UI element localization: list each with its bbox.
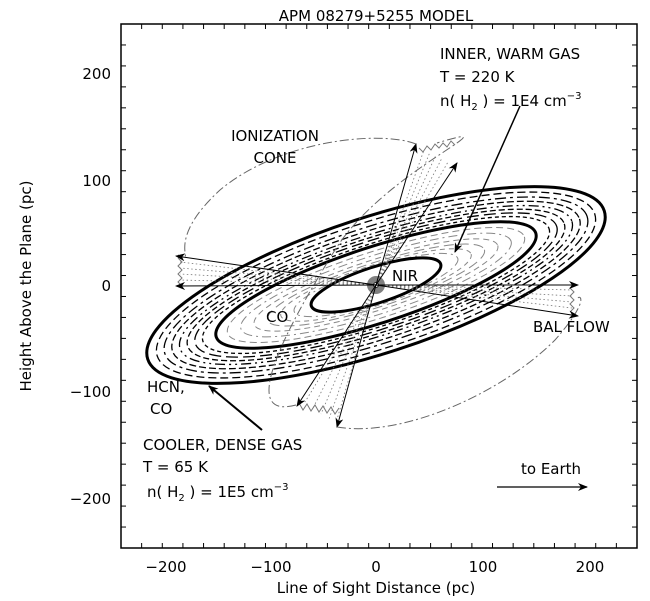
bal-edge-arrow: [375, 284, 579, 319]
y-tick-label: 0: [101, 277, 111, 295]
cool-gas-pointer: [208, 385, 263, 431]
cone-outline: [268, 136, 464, 408]
molecular-disk: [145, 185, 607, 385]
bal-wavefront: [177, 257, 183, 287]
inner-gas-density: n( H2 ) = 1E4 cm−3: [440, 91, 581, 113]
cone-edge-arrow: [335, 284, 377, 428]
cool-gas-contours: [155, 191, 597, 379]
bal-edge-arrow: [175, 253, 377, 286]
inner-gas-label: INNER, WARM GAS: [440, 45, 580, 63]
x-tick-label: −100: [250, 558, 291, 576]
cone-edge-arrow: [375, 143, 418, 286]
x-tick-label: −200: [145, 558, 186, 576]
y-axis-label: Height Above the Plane (pc): [17, 181, 35, 392]
x-tick-label: 0: [371, 558, 381, 576]
plot-frame: [120, 23, 638, 549]
hcn-label: HCN,: [147, 378, 185, 396]
bal-flow-label: BAL FLOW: [533, 318, 610, 336]
inner-gas-temperature: T = 220 K: [439, 68, 516, 86]
y-tick-label: 200: [82, 65, 111, 83]
nir-region-boundary: [309, 256, 443, 314]
to-earth-label: to Earth: [521, 460, 581, 478]
hcn-label-2: CO: [150, 400, 172, 418]
bal-flow: [175, 253, 579, 319]
axis-ticks: [120, 23, 638, 549]
cone-edge-arrow: [375, 162, 458, 286]
cone-envelope: [336, 296, 582, 430]
cone-envelope: [177, 137, 417, 258]
ionization-cone-label: IONIZATION: [231, 127, 319, 145]
y-tick-label: −100: [70, 383, 111, 401]
warm-gas-boundary: [214, 220, 538, 350]
x-axis-label: Line of Sight Distance (pc): [277, 579, 475, 597]
x-tick-label: 100: [469, 558, 498, 576]
cone-wavefront: [418, 140, 456, 153]
co-label: CO: [266, 308, 288, 326]
ionization-cone-label-2: CONE: [254, 149, 297, 167]
nir-label: NIR: [392, 267, 418, 285]
cool-gas-label: COOLER, DENSE GAS: [143, 436, 302, 454]
inner-gas-pointer: [454, 105, 521, 253]
y-tick-label: −200: [70, 490, 111, 508]
x-tick-label: 200: [576, 558, 605, 576]
ionization-cone: [177, 136, 582, 430]
cone-wavefront: [298, 402, 340, 415]
cone-edge-arrow: [296, 284, 377, 407]
bal-edge-arrow: [175, 281, 377, 290]
outer-disk-boundary: [145, 185, 607, 385]
y-tick-label: 100: [82, 172, 111, 190]
cool-gas-temperature: T = 65 K: [142, 458, 209, 476]
cool-gas-density: n( H2 ) = 1E5 cm−3: [147, 482, 288, 504]
bal-dotted-rays: [179, 261, 573, 309]
chart-title: APM 08279+5255 MODEL: [279, 7, 474, 25]
cone-dotted-rays: [304, 149, 449, 424]
